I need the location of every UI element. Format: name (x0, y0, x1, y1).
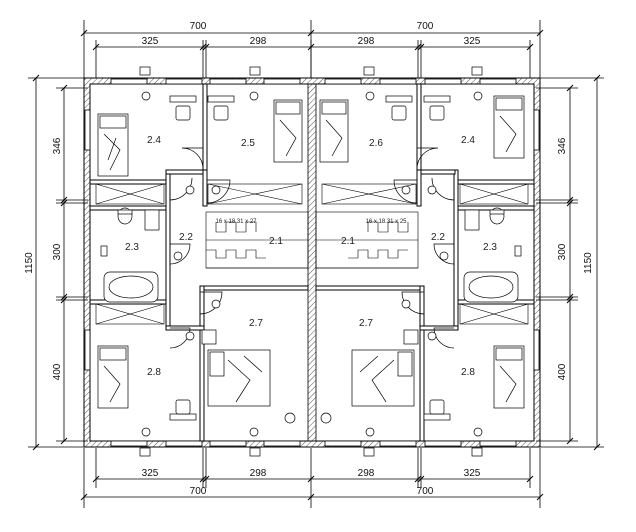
room-label-bed-nw-right: 2.6 (369, 138, 383, 149)
dim-right-3: 400 (557, 363, 568, 380)
window-callouts (139, 66, 483, 457)
dim-top-d: 325 (464, 36, 481, 47)
dim-top-c: 298 (358, 36, 375, 47)
dim-bottom-c: 298 (358, 468, 375, 479)
room-label-master-left: 2.7 (249, 318, 263, 329)
radiator-symbols (141, 91, 483, 437)
dim-bottom-total-left: 700 (190, 486, 207, 497)
beds (97, 95, 525, 409)
dim-bottom-b: 298 (250, 468, 267, 479)
dim-right-1: 346 (557, 137, 568, 154)
stairs-left (205, 211, 309, 269)
dim-right-2: 300 (557, 243, 568, 260)
dim-left-2: 300 (52, 243, 63, 260)
dim-bottom-a: 325 (142, 468, 159, 479)
dim-top-a: 325 (142, 36, 159, 47)
right-dimensions (536, 77, 604, 448)
room-label-hall-right: 2.2 (431, 232, 445, 243)
dim-top-b: 298 (250, 36, 267, 47)
room-label-stair-right: 2.1 (341, 236, 355, 247)
outer-walls (83, 77, 541, 448)
room-label-bed-nw-left: 2.4 (147, 135, 161, 146)
stair-label-right: 16 x 18.31 x 25 (365, 219, 407, 225)
desks (169, 95, 451, 421)
windows (84, 78, 540, 447)
left-dimensions (28, 77, 88, 448)
room-label-bath-left: 2.3 (125, 242, 139, 253)
party-wall (307, 83, 317, 442)
room-label-stair-left: 2.1 (269, 236, 283, 247)
stairs-right (315, 211, 419, 269)
top-dimensions (83, 20, 541, 78)
dim-right-total: 1150 (583, 252, 594, 274)
bottom-dimensions (83, 448, 541, 508)
room-label-bed-se-right: 2.8 (461, 367, 475, 378)
dim-bottom-total-right: 700 (417, 486, 434, 497)
wardrobes (95, 183, 529, 325)
dim-top-total-right: 700 (417, 21, 434, 32)
room-label-bath-right: 2.3 (483, 242, 497, 253)
stair-label-left: 16 x 18.31 x 27 (215, 219, 257, 225)
room-label-bed-sw-left: 2.8 (147, 367, 161, 378)
room-label-master-right: 2.7 (359, 318, 373, 329)
room-label-hall-left: 2.2 (179, 232, 193, 243)
room-label-bed-ne-right: 2.4 (461, 135, 475, 146)
dim-left-1: 346 (52, 137, 63, 154)
dim-left-total: 1150 (24, 252, 35, 274)
bath-fixtures (100, 207, 522, 303)
dim-top-total-left: 700 (190, 21, 207, 32)
dim-left-3: 400 (52, 363, 63, 380)
dim-bottom-d: 325 (464, 468, 481, 479)
room-label-bed-ne-left: 2.5 (241, 138, 255, 149)
